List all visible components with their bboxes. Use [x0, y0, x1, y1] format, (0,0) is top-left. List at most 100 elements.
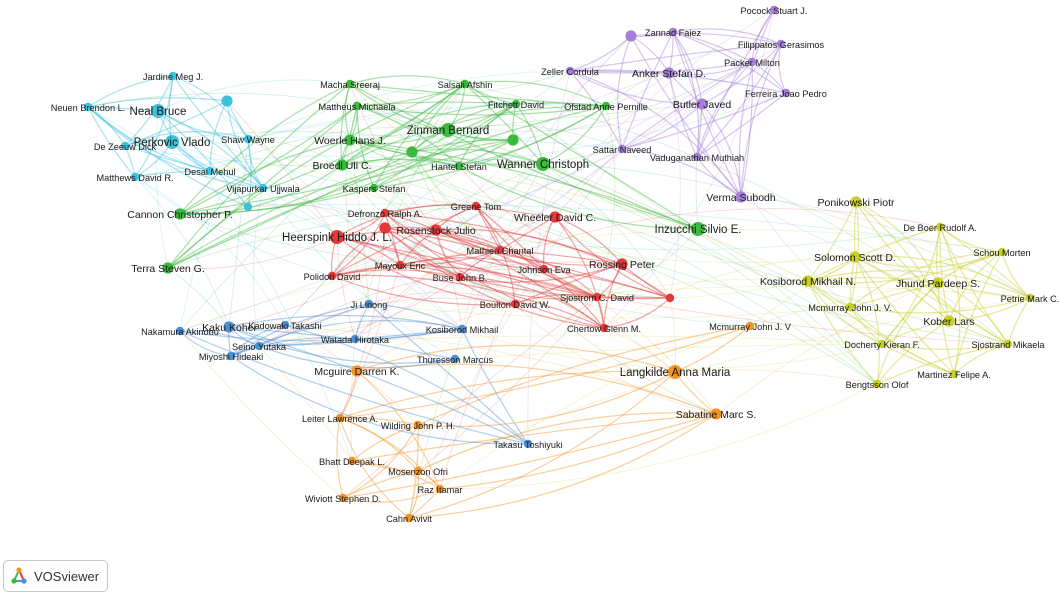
- author-node[interactable]: [949, 369, 959, 379]
- author-label[interactable]: Kaspers Stefan: [343, 184, 406, 194]
- author-node[interactable]: [802, 275, 814, 287]
- author-node[interactable]: [565, 66, 575, 76]
- author-node[interactable]: [495, 245, 505, 255]
- author-node[interactable]: [344, 134, 356, 146]
- author-label[interactable]: Cahn Avivit: [386, 514, 432, 524]
- author-label[interactable]: Kaku Kohei: [202, 322, 256, 334]
- author-label[interactable]: Wiviott Stephen D.: [305, 494, 381, 504]
- author-node[interactable]: [174, 208, 186, 220]
- author-label[interactable]: Neal Bruce: [130, 106, 187, 118]
- author-node[interactable]: [430, 224, 442, 236]
- author-node[interactable]: [471, 201, 481, 211]
- author-label[interactable]: Mcmurray John J. V: [709, 322, 792, 332]
- author-node[interactable]: [692, 152, 702, 162]
- author-node[interactable]: [460, 79, 470, 89]
- author-label[interactable]: Bengtsson Olof: [846, 380, 909, 390]
- author-label[interactable]: Cannon Christopher P.: [127, 209, 232, 221]
- author-label[interactable]: Mcguire Darren K.: [314, 366, 399, 378]
- author-node[interactable]: [511, 99, 521, 109]
- author-label[interactable]: Macha Sreeraj: [320, 80, 380, 90]
- author-node[interactable]: [849, 251, 861, 263]
- author-node[interactable]: [625, 30, 637, 42]
- author-node[interactable]: [845, 302, 855, 312]
- author-node[interactable]: [691, 222, 705, 236]
- author-node[interactable]: [776, 39, 786, 49]
- author-node[interactable]: [413, 420, 423, 430]
- author-node[interactable]: [450, 354, 460, 364]
- author-label[interactable]: Rossing Peter: [589, 259, 655, 271]
- author-label[interactable]: Mosenzon Ofri: [388, 467, 448, 477]
- author-node[interactable]: [380, 208, 390, 218]
- author-node[interactable]: [223, 321, 235, 333]
- author-node[interactable]: [151, 104, 165, 118]
- author-node[interactable]: [345, 79, 355, 89]
- author-label[interactable]: Kadowaki Takashi: [248, 321, 321, 331]
- author-node[interactable]: [668, 365, 682, 379]
- author-node[interactable]: [617, 144, 627, 154]
- author-label[interactable]: Nakamura Akinobu: [141, 327, 219, 337]
- author-label[interactable]: Petrie Mark C.: [1001, 294, 1059, 304]
- author-node[interactable]: [330, 230, 344, 244]
- author-node[interactable]: [935, 222, 945, 232]
- author-label[interactable]: Boulton David W.: [480, 300, 550, 310]
- author-label[interactable]: Heerspink Hiddo J. L.: [282, 232, 392, 244]
- author-label[interactable]: Buse John B.: [433, 273, 488, 283]
- author-label[interactable]: Bhatt Deepak L.: [319, 457, 385, 467]
- author-label[interactable]: Terra Steven G.: [131, 263, 205, 275]
- author-node[interactable]: [665, 293, 675, 303]
- author-node[interactable]: [83, 102, 93, 112]
- author-node[interactable]: [327, 271, 337, 281]
- author-label[interactable]: Kober Lars: [923, 316, 974, 328]
- author-label[interactable]: Mattheus Michaela: [318, 102, 396, 112]
- author-node[interactable]: [616, 258, 628, 270]
- author-node[interactable]: [877, 339, 887, 349]
- author-node[interactable]: [254, 341, 264, 351]
- author-node[interactable]: [601, 101, 611, 111]
- author-node[interactable]: [872, 379, 882, 389]
- author-node[interactable]: [258, 183, 268, 193]
- author-label[interactable]: Salsali Afshin: [438, 80, 493, 90]
- author-node[interactable]: [369, 183, 379, 193]
- author-node[interactable]: [120, 141, 130, 151]
- author-node[interactable]: [221, 95, 233, 107]
- author-node[interactable]: [364, 299, 374, 309]
- author-node[interactable]: [781, 88, 791, 98]
- author-node[interactable]: [226, 351, 236, 361]
- author-label[interactable]: Shaw Wayne: [221, 135, 275, 145]
- author-label[interactable]: Ji Linong: [351, 300, 388, 310]
- author-label[interactable]: Zannad Faiez: [645, 28, 702, 38]
- author-label[interactable]: Desai Mehul: [184, 167, 235, 177]
- author-label[interactable]: Perkovic Vlado: [134, 137, 211, 149]
- author-label[interactable]: Inzucchi Silvio E.: [655, 224, 742, 236]
- author-label[interactable]: Thuresson Marcus: [417, 355, 493, 365]
- author-label[interactable]: De Boer Rudolf A.: [903, 223, 977, 233]
- author-label[interactable]: Fitchett David: [488, 100, 544, 110]
- author-label[interactable]: Seino Yutaka: [232, 342, 287, 352]
- author-node[interactable]: [536, 157, 550, 171]
- author-node[interactable]: [454, 161, 464, 171]
- author-node[interactable]: [549, 211, 561, 223]
- author-label[interactable]: Martinez Felipe A.: [917, 370, 991, 380]
- author-label[interactable]: Butler Javed: [673, 99, 732, 111]
- author-label[interactable]: Mayoux Eric: [375, 261, 426, 271]
- author-node[interactable]: [1003, 339, 1013, 349]
- author-label[interactable]: Zeller Cordula: [541, 67, 600, 77]
- author-node[interactable]: [663, 67, 675, 79]
- author-node[interactable]: [130, 172, 140, 182]
- vosviewer-badge[interactable]: VOSviewer: [3, 560, 109, 592]
- author-node[interactable]: [668, 27, 678, 37]
- author-node[interactable]: [523, 439, 533, 449]
- author-label[interactable]: Mathieu Chantal: [467, 246, 534, 256]
- author-node[interactable]: [168, 71, 178, 81]
- author-label[interactable]: Wilding John P. H.: [381, 421, 455, 431]
- author-node[interactable]: [335, 413, 345, 423]
- author-node[interactable]: [599, 323, 609, 333]
- author-node[interactable]: [175, 326, 185, 336]
- author-label[interactable]: Vaduganathan Muthiah: [650, 153, 744, 163]
- author-node[interactable]: [379, 222, 391, 234]
- author-node[interactable]: [165, 135, 179, 149]
- author-label[interactable]: Chertow Glenn M.: [567, 324, 641, 334]
- author-node[interactable]: [350, 334, 360, 344]
- author-node[interactable]: [510, 299, 520, 309]
